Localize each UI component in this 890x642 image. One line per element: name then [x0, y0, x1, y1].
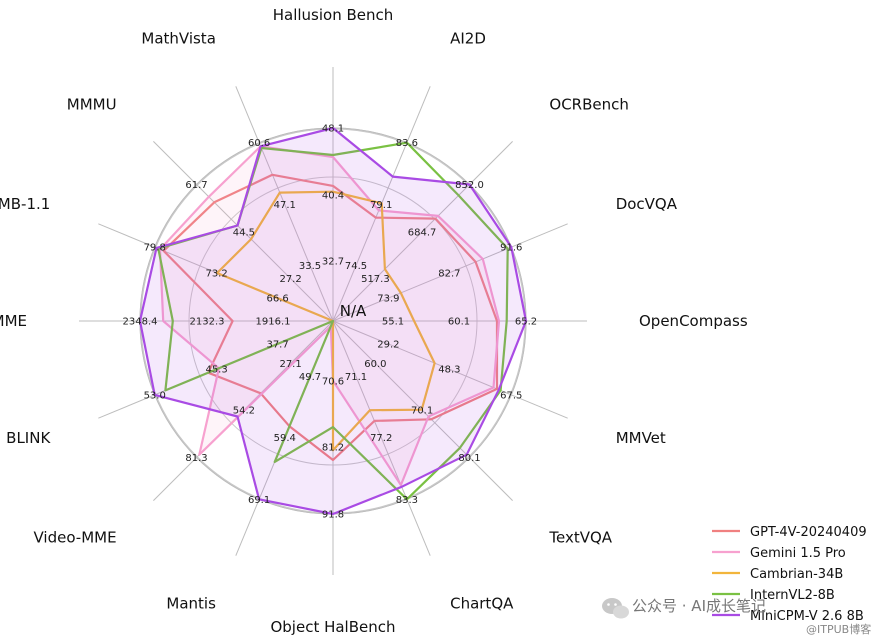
- tick-label: 29.2: [377, 340, 399, 351]
- axis-label: MMB-1.1: [0, 195, 50, 213]
- tick-label: 60.1: [448, 317, 470, 328]
- tick-label: 54.2: [233, 406, 255, 417]
- tick-label: 2348.4: [123, 317, 158, 328]
- tick-label: 70.1: [411, 406, 433, 417]
- tick-label: 852.0: [455, 180, 484, 191]
- axis-spoke: [332, 223, 568, 322]
- series-layer: [138, 126, 528, 516]
- series-minicpm-v-2-6-8b: [138, 126, 528, 516]
- axis-label: Video-MME: [34, 528, 117, 546]
- tick-label: 37.7: [266, 340, 288, 351]
- series-cambrian-34b: [216, 190, 436, 452]
- axis-spoke: [235, 86, 334, 322]
- tick-label: 71.1: [345, 372, 367, 383]
- axis-label: ChartQA: [450, 595, 514, 613]
- tick-label: 49.7: [299, 372, 321, 383]
- tick-label: 40.4: [322, 191, 344, 202]
- tick-label: 60.6: [248, 138, 270, 149]
- tick-label: 82.7: [438, 268, 460, 279]
- tick-label: 27.2: [279, 274, 301, 285]
- tick-label: 33.5: [299, 261, 321, 272]
- legend-label: Gemini 1.5 Pro: [750, 546, 846, 561]
- tick-label: 45.3: [205, 365, 227, 376]
- tick-label: 73.2: [205, 268, 227, 279]
- axis-label: BLINK: [6, 429, 51, 447]
- center-label: N/A: [340, 302, 367, 320]
- axis-spoke: [332, 320, 431, 556]
- tick-label: 91.6: [500, 243, 522, 254]
- tick-label: 70.6: [322, 377, 344, 388]
- wechat-icon: [602, 598, 629, 619]
- tick-label: 684.7: [408, 227, 437, 238]
- axis-label: OpenCompass: [639, 312, 748, 330]
- tick-label: 517.3: [361, 274, 390, 285]
- tick-label: 74.5: [345, 261, 367, 272]
- tick-label: 61.7: [185, 180, 207, 191]
- tick-label: 55.1: [382, 317, 404, 328]
- axis-label: OCRBench: [549, 96, 628, 114]
- axis-label: MathVista: [141, 29, 216, 47]
- tick-label: 77.2: [370, 433, 392, 444]
- tick-label: 91.8: [322, 510, 344, 521]
- tick-label: 80.1: [458, 453, 480, 464]
- tick-label: 32.7: [322, 257, 344, 268]
- tick-labels: 32.7 40.4 48.1 74.5 79.1 83.6 517.3 684.7 852.0 7…: [123, 124, 538, 521]
- watermark: 公众号 · AI成长笔记 @ITPUB博客: [602, 597, 871, 636]
- axis-label: AI2D: [450, 29, 486, 47]
- axis-label: MME: [0, 312, 27, 330]
- tick-label: 79.1: [370, 200, 392, 211]
- legend-label: Cambrian-34B: [750, 567, 843, 582]
- legend-label: GPT-4V-20240409: [750, 525, 867, 540]
- series-gpt-4v-20240409: [162, 173, 499, 462]
- axis-spoke: [153, 141, 334, 322]
- tick-label: 69.1: [248, 495, 270, 506]
- tick-label: 67.5: [500, 390, 522, 401]
- tick-label: 1916.1: [256, 317, 291, 328]
- tick-label: 81.2: [322, 443, 344, 454]
- tick-label: 83.3: [396, 495, 418, 506]
- axis-label: Object HalBench: [270, 618, 395, 636]
- tick-label: 81.3: [185, 453, 207, 464]
- tick-label: 53.0: [144, 390, 166, 401]
- tick-label: 83.6: [396, 138, 418, 149]
- tick-label: 66.6: [266, 294, 288, 305]
- axis-label: Mantis: [166, 595, 216, 613]
- axis-label: Hallusion Bench: [273, 6, 394, 24]
- axis-spoke: [332, 320, 568, 419]
- axis-spoke: [332, 141, 513, 322]
- watermark-handle: @ITPUB博客: [806, 622, 871, 636]
- axis-spoke: [332, 320, 513, 501]
- tick-label: 73.9: [377, 294, 399, 305]
- axis-label: MMVet: [616, 429, 666, 447]
- tick-label: 59.4: [274, 433, 296, 444]
- legend-label: MiniCPM-V 2.6 8B: [750, 609, 864, 624]
- tick-label: 44.5: [233, 227, 255, 238]
- tick-label: 48.3: [438, 365, 460, 376]
- legend-label: InternVL2-8B: [750, 588, 835, 603]
- tick-label: 2132.3: [190, 317, 225, 328]
- axis-label: DocVQA: [616, 195, 678, 213]
- tick-label: 60.0: [364, 359, 386, 370]
- tick-label: 65.2: [515, 317, 537, 328]
- tick-label: 27.1: [279, 359, 301, 370]
- axis-label: TextVQA: [548, 528, 612, 546]
- tick-label: 79.8: [144, 243, 166, 254]
- watermark-text: 公众号 · AI成长笔记: [632, 597, 766, 615]
- axis-label: MMMU: [67, 96, 117, 114]
- tick-label: 47.1: [274, 200, 296, 211]
- tick-label: 48.1: [322, 124, 344, 135]
